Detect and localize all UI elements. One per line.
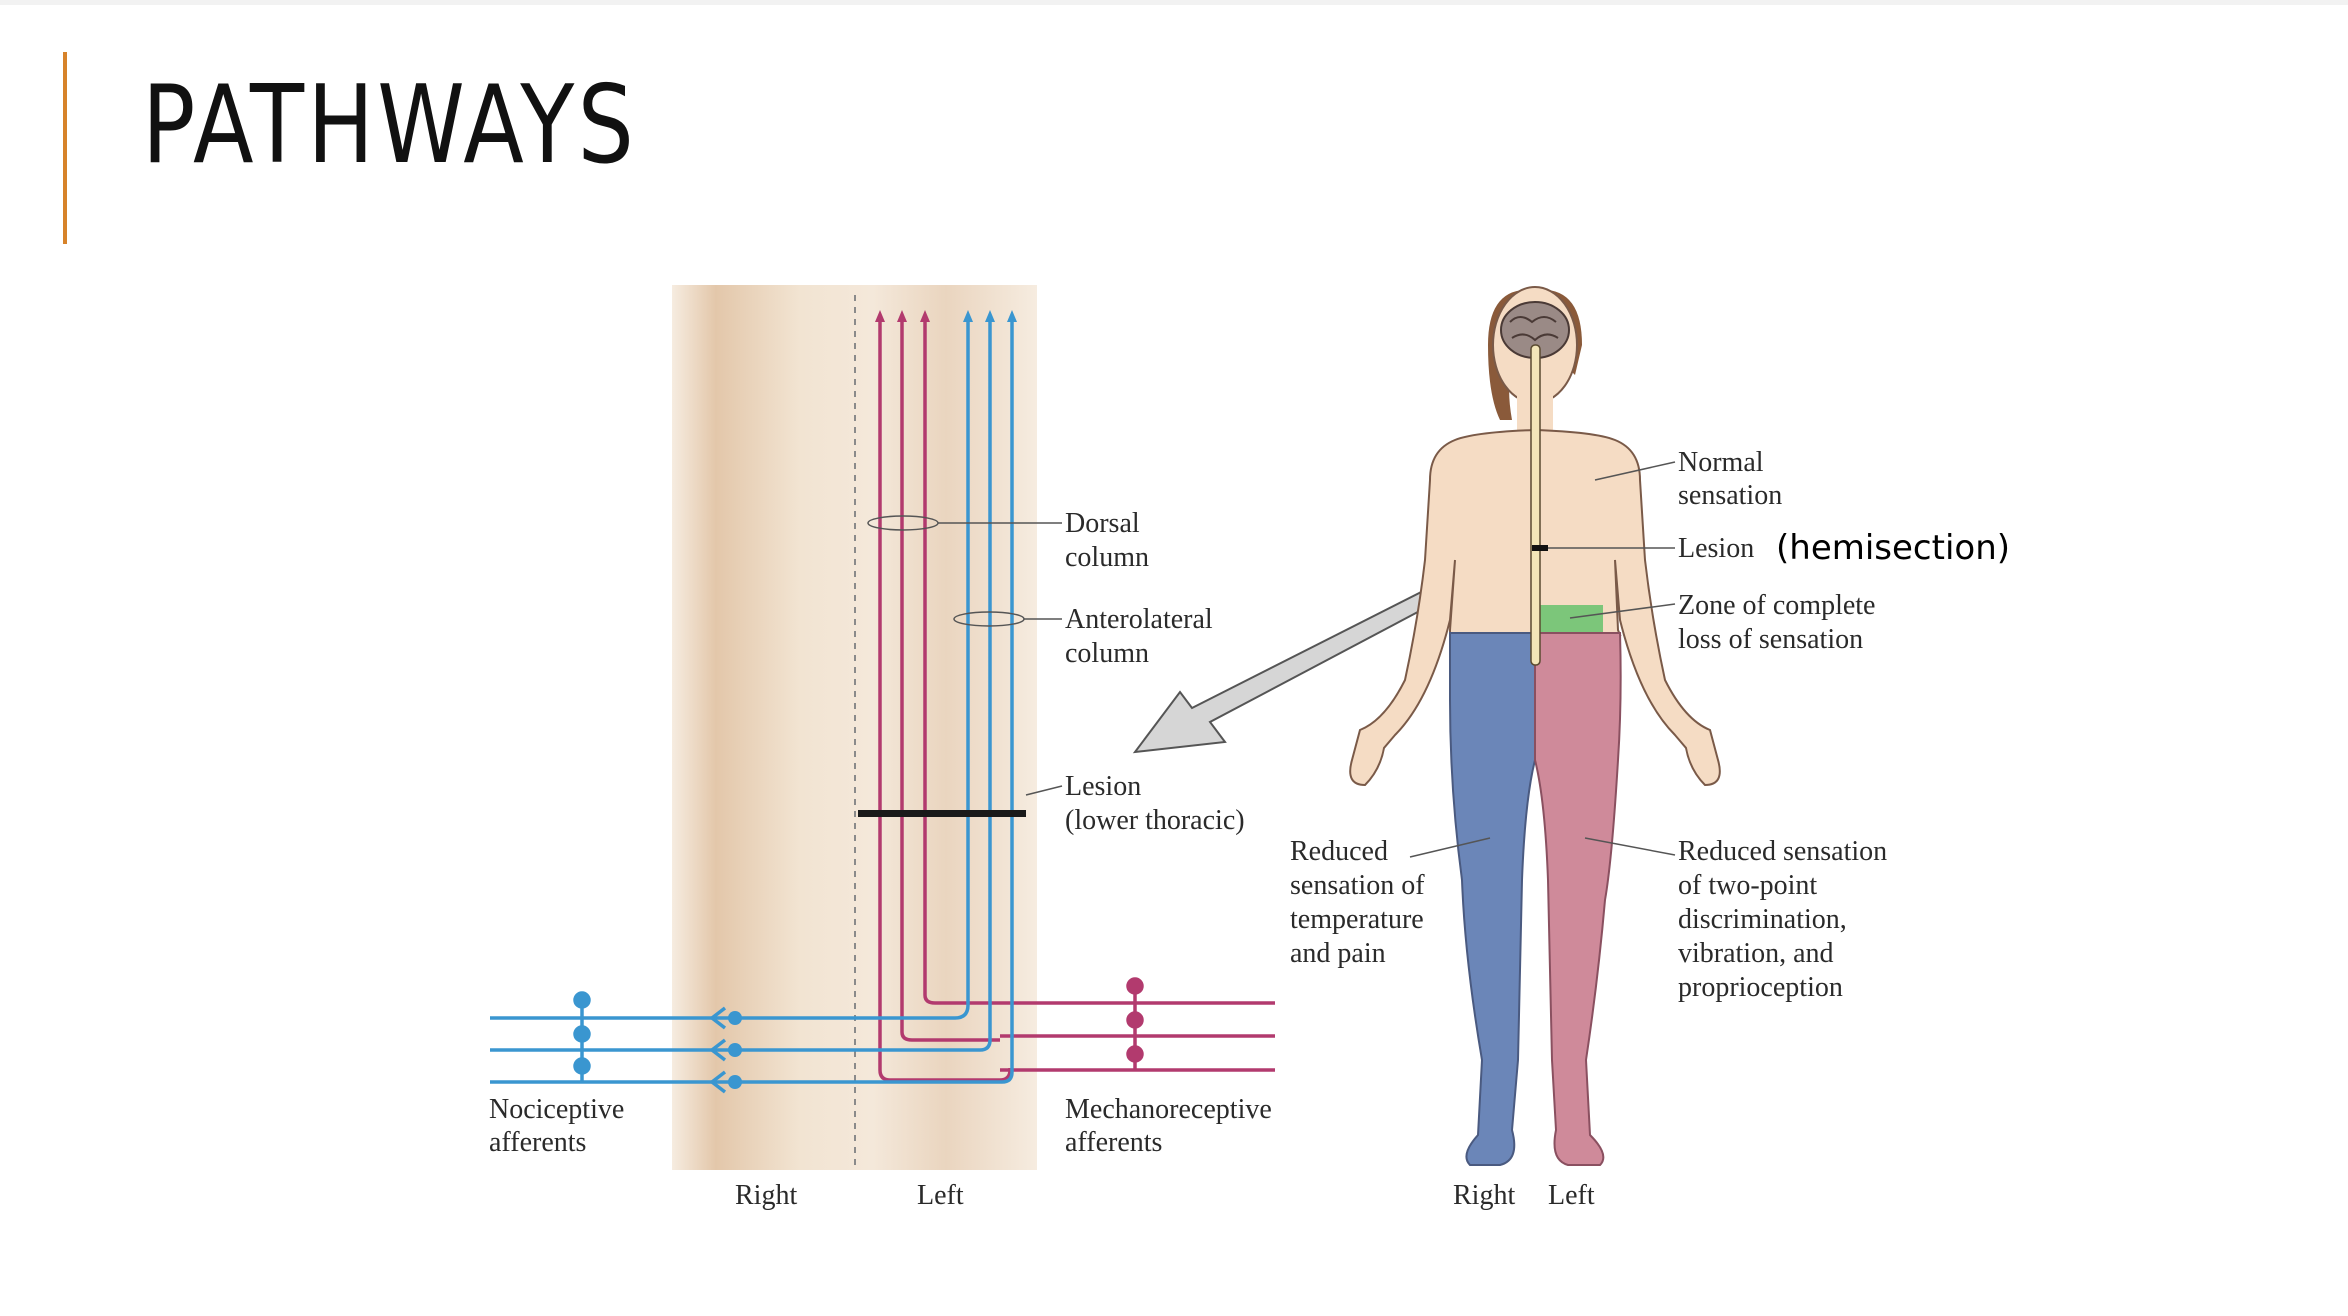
reduced-temp-label-3: temperature (1290, 904, 1424, 935)
normal-sensation-label-1: Normal (1678, 447, 1764, 478)
body-lesion-label: Lesion (1678, 533, 1754, 564)
lesion-bar (858, 810, 1026, 817)
body-left-label: Left (1548, 1180, 1595, 1211)
dorsal-column-label-2: column (1065, 542, 1149, 573)
nociceptive-label-1: Nociceptive (489, 1094, 624, 1125)
body-spinal-cord (1530, 344, 1541, 666)
top-border (0, 0, 2348, 5)
reduced-two-point-label-3: discrimination, (1678, 904, 1847, 935)
reduced-two-point-label-1: Reduced sensation (1678, 836, 1887, 867)
cord-left-label: Left (917, 1180, 964, 1211)
body-figure: Normal sensation Lesion (hemisection) Zo… (1290, 286, 2010, 1211)
anterolateral-column-label-2: column (1065, 638, 1149, 669)
slide-title: PATHWAYS (142, 63, 638, 188)
anterolateral-fibers (490, 310, 1017, 1094)
normal-sensation-label-2: sensation (1678, 480, 1782, 511)
mechanoreceptive-label-2: afferents (1065, 1127, 1162, 1158)
nociceptive-ganglion-cells (573, 991, 591, 1082)
reduced-temp-label-2: sensation of (1290, 870, 1425, 901)
mechanoreceptive-label-1: Mechanoreceptive (1065, 1094, 1272, 1125)
reduced-two-point-label-4: vibration, and (1678, 938, 1834, 969)
leader-lines-left (938, 522, 1063, 796)
zone-loss-label-2: loss of sensation (1678, 624, 1863, 655)
reduced-temp-label-4: and pain (1290, 938, 1386, 969)
anterolateral-column-label-1: Anterolateral (1065, 604, 1213, 635)
reduced-temp-label-1: Reduced (1290, 836, 1388, 867)
body-lesion-mark (1532, 545, 1548, 551)
reduced-two-point-label-5: proprioception (1678, 972, 1843, 1003)
reduced-two-point-label-2: of two-point (1678, 870, 1817, 901)
leader-lines-right (1409, 461, 1676, 858)
hemisection-label: (hemisection) (1776, 528, 2010, 568)
title-accent-bar (63, 52, 67, 244)
left-leg-reduced (1534, 632, 1622, 1166)
spinal-cord-schematic: Dorsal column Anterolateral column Lesio… (489, 285, 1275, 1211)
cord-right-label: Right (735, 1180, 797, 1211)
lesion-label-2: (lower thoracic) (1065, 805, 1245, 836)
lesion-label-1: Lesion (1065, 771, 1141, 802)
right-leg-reduced (1449, 632, 1536, 1166)
dorsal-column-fibers (875, 310, 1275, 1082)
nociceptive-label-2: afferents (489, 1127, 586, 1158)
zone-loss-label-1: Zone of complete (1678, 590, 1875, 621)
synapse-dots (728, 1011, 742, 1089)
zone-loss-band (1535, 605, 1603, 633)
dorsal-column-label-1: Dorsal (1065, 508, 1140, 539)
body-right-label: Right (1453, 1180, 1515, 1211)
mechanoreceptive-ganglion-cells (1126, 977, 1144, 1070)
